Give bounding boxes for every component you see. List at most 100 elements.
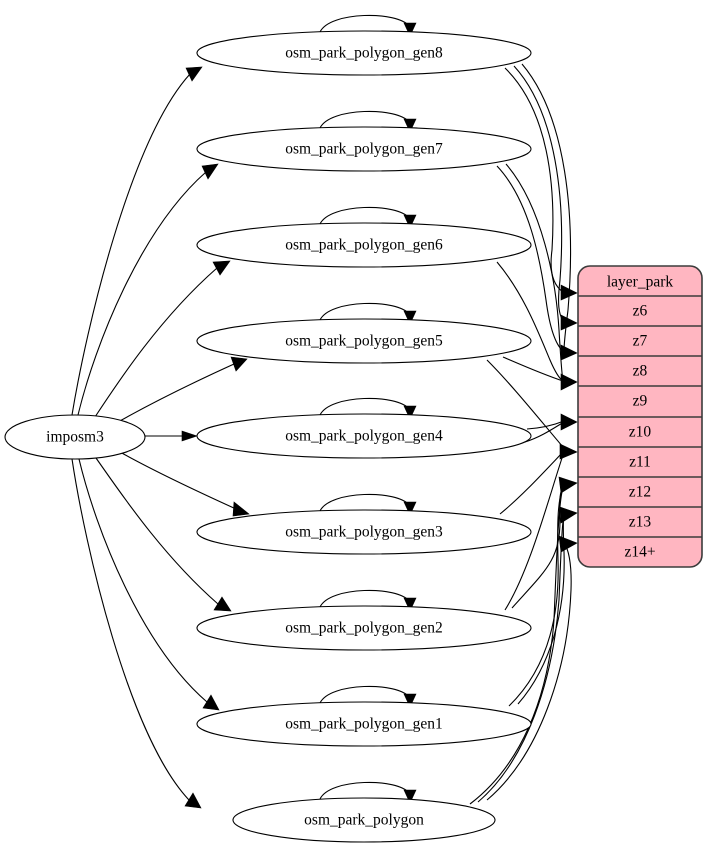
table-row-z9[interactable]: z9 xyxy=(633,393,648,410)
node-gen1-shape[interactable] xyxy=(196,701,532,747)
arrowhead-gen5 xyxy=(230,356,248,372)
edge-imposm3-to-gen2 xyxy=(95,457,219,605)
self-loop-gen3 xyxy=(319,493,410,512)
node-imposm3[interactable]: imposm3 xyxy=(4,414,146,460)
edge-gen3-to-z11 xyxy=(499,451,564,515)
node-gen3-shape[interactable] xyxy=(196,509,532,555)
node-gen4-shape[interactable] xyxy=(196,413,532,459)
node-gen2-shape[interactable] xyxy=(196,605,532,651)
edge-gen6-to-z9 xyxy=(496,261,564,382)
table-row-z8[interactable]: z8 xyxy=(633,363,648,380)
node-gen4-label: osm_park_polygon_gen4 xyxy=(285,428,443,445)
self-loop-gen4 xyxy=(319,397,410,416)
edge-gen2-to-z11 xyxy=(504,454,564,611)
node-gen3[interactable]: osm_park_polygon_gen3 xyxy=(196,509,532,555)
node-gen3-label: osm_park_polygon_gen3 xyxy=(285,524,443,541)
edge-gen8-to-z6 xyxy=(504,67,564,293)
node-gen8-label: osm_park_polygon_gen8 xyxy=(285,45,443,62)
arrowhead-self-loop-gen2 xyxy=(403,597,417,612)
arrowhead-gen6 xyxy=(212,260,231,276)
arrowhead-z11 xyxy=(559,443,578,460)
edge-gen5-to-z11 xyxy=(486,359,564,448)
edge-imposm3-to-gen7 xyxy=(77,171,207,416)
edge-gen1-to-z12 xyxy=(508,486,564,707)
node-gen6-shape[interactable] xyxy=(196,222,532,268)
self-loop-gen1 xyxy=(319,685,410,704)
node-gen5[interactable]: osm_park_polygon_gen5 xyxy=(196,318,532,364)
node-gen1[interactable]: osm_park_polygon_gen1 xyxy=(196,701,532,747)
node-gen2[interactable]: osm_park_polygon_gen2 xyxy=(196,605,532,651)
table-header-label: layer_park xyxy=(607,274,674,291)
arrowhead-gen3 xyxy=(232,501,250,517)
node-group: osm_park_polygon_gen8 osm_park_polygon_g… xyxy=(4,30,532,843)
layer-park-table[interactable]: layer_park z6 z7 z8 z9 z10 z11 z12 z13 z… xyxy=(577,265,703,568)
node-base[interactable]: osm_park_polygon xyxy=(232,797,496,843)
edge-group-nodes-to-table xyxy=(469,63,578,805)
arrowhead-gen8 xyxy=(185,66,203,82)
node-gen5-label: osm_park_polygon_gen5 xyxy=(285,333,443,350)
node-gen8[interactable]: osm_park_polygon_gen8 xyxy=(196,30,532,76)
arrowhead-z12 xyxy=(558,476,578,494)
table-row-z13[interactable]: z13 xyxy=(629,514,652,531)
arrowhead-gen2 xyxy=(213,596,232,612)
edge-base-to-z14 xyxy=(486,542,572,801)
node-imposm3-shape[interactable] xyxy=(4,414,146,460)
arrowhead-self-loop-gen7 xyxy=(403,118,417,133)
node-gen7-label: osm_park_polygon_gen7 xyxy=(285,141,443,158)
self-loop-base xyxy=(319,781,410,800)
node-gen4[interactable]: osm_park_polygon_gen4 xyxy=(196,413,532,459)
table-row-z7[interactable]: z7 xyxy=(633,333,648,350)
arrowhead-self-loop-gen5 xyxy=(403,310,417,325)
node-imposm3-label: imposm3 xyxy=(46,429,104,446)
edge-gen5-to-z9 xyxy=(502,356,564,382)
table-row-z11[interactable]: z11 xyxy=(629,454,651,471)
self-loop-gen2 xyxy=(319,589,410,608)
edge-base-to-z12 xyxy=(469,487,564,805)
arrowhead-self-loop-gen6 xyxy=(403,214,417,229)
arrowhead-gen1 xyxy=(202,694,220,711)
arrowhead-z10 xyxy=(560,413,578,431)
edge-imposm3-to-gen3 xyxy=(119,451,237,510)
arrowhead-z13 xyxy=(559,506,578,524)
arrowhead-self-loop-gen4 xyxy=(403,405,417,420)
edge-imposm3-to-base xyxy=(71,458,190,801)
arrowhead-gen4 xyxy=(181,430,198,442)
arrowhead-z9 xyxy=(560,373,578,391)
arrowhead-base xyxy=(184,792,202,809)
arrowhead-z14 xyxy=(558,535,578,553)
self-loop-gen6 xyxy=(319,206,410,225)
arrowhead-self-loop-gen8 xyxy=(403,22,417,37)
edge-base-to-z13 xyxy=(477,513,565,803)
node-gen6-label: osm_park_polygon_gen6 xyxy=(285,237,443,254)
table-row-z12[interactable]: z12 xyxy=(629,484,651,501)
arrowhead-z8-a xyxy=(560,344,578,361)
edge-imposm3-to-gen1 xyxy=(78,458,208,703)
node-gen8-shape[interactable] xyxy=(196,30,532,76)
arrowhead-self-loop-gen1 xyxy=(403,693,417,708)
node-gen1-label: osm_park_polygon_gen1 xyxy=(285,716,443,733)
edge-gen7-to-z8 xyxy=(496,165,564,352)
node-base-shape[interactable] xyxy=(232,797,496,843)
edge-gen7-to-z9 xyxy=(505,163,564,382)
self-loop-gen7 xyxy=(319,110,410,129)
table-row-z6[interactable]: z6 xyxy=(633,303,648,320)
self-loop-gen8 xyxy=(319,14,410,33)
node-base-label: osm_park_polygon xyxy=(304,812,424,829)
node-gen2-label: osm_park_polygon_gen2 xyxy=(285,620,443,637)
edge-gen8-to-z8 xyxy=(521,63,572,352)
table-row-z14plus[interactable]: z14+ xyxy=(624,544,655,561)
arrowhead-z7 xyxy=(560,314,578,331)
edge-group-self-loops xyxy=(319,14,417,804)
table-row-z10[interactable]: z10 xyxy=(629,424,652,441)
edge-group-source-to-nodes xyxy=(71,66,250,809)
edge-imposm3-to-gen5 xyxy=(117,363,235,423)
node-gen5-shape[interactable] xyxy=(196,318,532,364)
node-gen7[interactable]: osm_park_polygon_gen7 xyxy=(196,126,532,172)
node-gen7-shape[interactable] xyxy=(196,126,532,172)
node-gen6[interactable]: osm_park_polygon_gen6 xyxy=(196,222,532,268)
arrowhead-self-loop-gen3 xyxy=(403,501,417,516)
edge-gen8-to-z7 xyxy=(513,65,564,322)
edge-imposm3-to-gen6 xyxy=(94,267,218,418)
